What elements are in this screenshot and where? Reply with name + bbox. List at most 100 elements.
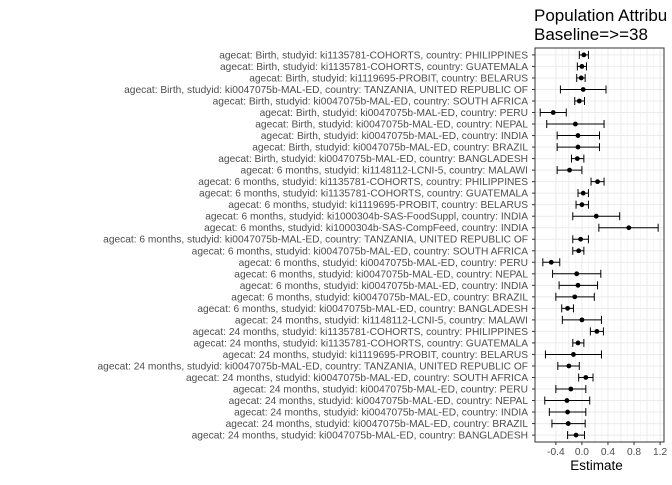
estimate-row-8 [556,143,600,152]
estimate-row-1 [576,62,587,71]
estimate-row-17 [572,246,585,255]
estimate-row-32 [551,419,586,428]
estimate-row-24 [589,327,604,336]
row-label: agecat: 6 months, studyid: ki0047075b-MA… [240,281,528,292]
estimate-point [574,156,580,161]
row-label: agecat: Birth, studyid: ki1135781-COHORT… [220,62,528,73]
estimate-point [593,213,599,219]
estimate-point [583,375,589,380]
estimate-point [565,421,571,426]
estimate-row-33 [567,431,586,440]
estimate-point [626,225,632,231]
estimate-point [568,386,574,392]
estimate-row-30 [544,396,591,405]
estimate-point [575,144,581,150]
estimate-row-28 [578,373,594,382]
estimate-point [571,352,576,357]
estimate-row-26 [544,350,602,359]
row-label: agecat: 24 months, studyid: ki1135781-CO… [193,327,529,338]
estimate-row-7 [556,131,600,140]
estimate-row-2 [576,73,586,82]
row-label: agecat: 24 months, studyid: ki0047075b-M… [229,396,529,407]
x-tick-label: 0.8 [627,447,641,458]
x-tick-label: -0.4 [547,447,565,458]
estimate-point [576,98,582,104]
chart-title-line-2: Baseline=>=38 [534,25,648,44]
estimate-point [575,282,581,288]
estimate-point [581,52,587,58]
row-label: agecat: 6 months, studyid: ki0047075b-MA… [239,258,528,269]
estimate-row-31 [548,408,587,417]
row-label: agecat: 24 months, studyid: ki0047075b-M… [234,408,528,419]
estimate-point [594,329,600,334]
row-label: agecat: 6 months, studyid: ki1000304b-SA… [204,223,528,234]
estimate-row-19 [552,269,602,278]
row-label: agecat: Birth, studyid: ki1135781-COHORT… [219,50,528,61]
row-label: agecat: 24 months, studyid: ki1119695-PR… [223,350,529,361]
row-label: agecat: Birth, studyid: ki0047075b-MAL-E… [213,96,529,107]
panel-border [534,47,665,443]
estimate-row-15 [598,223,659,232]
estimate-row-4 [574,96,586,105]
row-label: agecat: 6 months, studyid: ki0047075b-MA… [231,292,528,303]
plot-panel [534,47,665,443]
row-label: agecat: Birth, studyid: ki0047075b-MAL-E… [255,120,528,131]
estimate-point [575,340,581,346]
row-label: agecat: 6 months, studyid: ki0047075b-MA… [197,304,528,315]
row-label: agecat: 6 months, studyid: ki1119695-PRO… [228,200,528,211]
estimate-row-3 [559,85,607,94]
estimate-point [579,202,585,208]
estimate-point [564,398,570,403]
estimate-row-0 [578,50,589,59]
estimate-row-18 [542,258,561,267]
row-label: agecat: Birth, studyid: ki0047075b-MAL-E… [124,85,528,96]
row-label: agecat: 24 months, studyid: ki0047075b-M… [98,361,529,372]
estimate-point [565,305,570,311]
estimate-row-10 [556,166,583,175]
estimate-row-6 [546,120,605,129]
estimate-point [578,75,584,81]
estimate-point [580,87,586,92]
x-tick-label: 0.0 [575,447,589,458]
estimate-point [574,271,580,277]
row-label: agecat: 6 months, studyid: ki1135781-COH… [199,189,528,200]
estimate-point [565,409,570,415]
estimate-row-12 [577,189,589,198]
estimate-row-14 [572,212,621,221]
row-label: agecat: Birth, studyid: ki1119695-PROBIT… [249,73,528,84]
estimate-point [579,317,585,323]
row-label: agecat: 6 months, studyid: ki0047075b-MA… [103,235,528,246]
x-tick-label: 1.2 [653,447,667,458]
estimate-point [573,432,579,438]
estimate-point [576,248,582,254]
estimate-row-16 [572,235,589,244]
estimate-row-29 [555,385,587,394]
estimate-point [572,294,578,300]
row-label: agecat: 24 months, studyid: ki0047075b-M… [226,419,529,430]
estimate-point [550,110,556,115]
x-axis-ticks: -0.4 0.0 0.4 0.8 1.2 [547,442,668,458]
row-label: agecat: Birth, studyid: ki0047075b-MAL-E… [218,154,528,165]
row-label: agecat: Birth, studyid: ki0047075b-MAL-E… [260,108,528,119]
row-label: agecat: Birth, studyid: ki0047075b-MAL-E… [252,143,528,154]
estimate-row-27 [557,361,580,370]
x-tick-label: 0.4 [601,447,615,458]
estimate-row-9 [570,154,585,163]
estimate-row-22 [561,304,574,313]
row-labels: agecat: Birth, studyid: ki1135781-COHORT… [98,50,535,442]
estimate-point [578,236,584,242]
row-label: agecat: Birth, studyid: ki0047075b-MAL-E… [261,131,528,142]
row-label: agecat: 24 months, studyid: ki0047075b-M… [192,431,528,442]
estimate-row-5 [539,108,567,117]
x-axis-title: Estimate [570,458,623,473]
estimate-point [580,190,586,196]
estimate-point [579,64,585,69]
row-label: agecat: 24 months, studyid: ki0047075b-M… [186,373,528,384]
row-label: agecat: 6 months, studyid: ki1135781-COH… [198,177,528,188]
estimate-point [572,121,578,127]
row-label: agecat: 24 months, studyid: ki0047075b-M… [233,385,528,396]
row-label: agecat: 24 months, studyid: ki1148112-LC… [235,315,528,326]
row-label: agecat: 24 months, studyid: ki1135781-CO… [193,338,528,349]
